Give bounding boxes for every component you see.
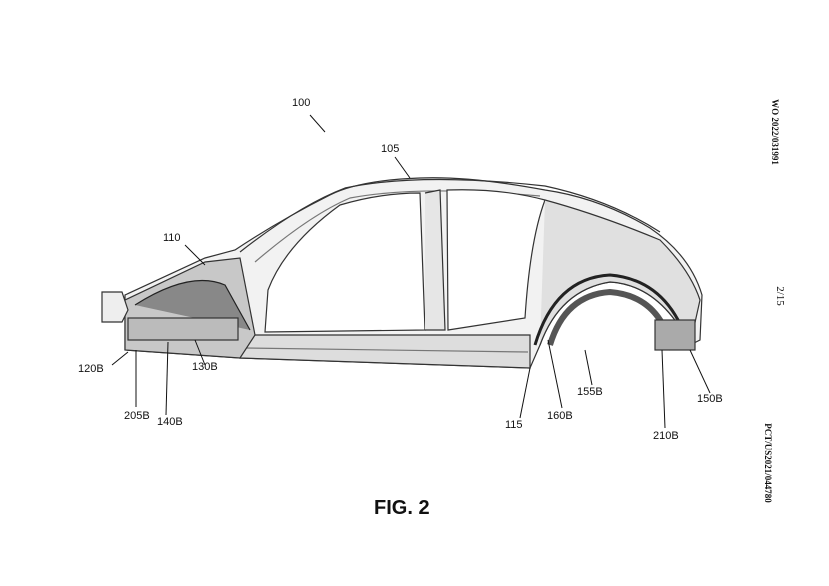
ref-label-160b: 160B [547, 410, 573, 422]
publication-number: WO 2022/031991 [769, 99, 780, 165]
ref-label-110: 110 [163, 232, 181, 244]
ref-label-140b: 140B [157, 416, 183, 428]
figure-caption: FIG. 2 [374, 497, 430, 519]
ref-label-100: 100 [292, 97, 311, 109]
sheet-number: 2/15 [773, 286, 786, 306]
ref-label-105: 105 [381, 143, 400, 155]
front-door-opening [264, 192, 426, 333]
rear-wheel-arch [533, 273, 692, 351]
ref-label-115: 115 [505, 419, 523, 431]
ref-label-130b: 130B [192, 361, 218, 373]
ref-label-155b: 155B [577, 386, 603, 398]
ref-label-150b: 150B [697, 393, 723, 405]
ref-label-120b: 120B [78, 363, 104, 375]
rear-door-opening [446, 189, 546, 331]
ref-label-210b: 210B [653, 430, 679, 442]
ref-label-205b: 205B [124, 410, 150, 422]
application-number: PCT/US2021/044780 [762, 423, 773, 503]
